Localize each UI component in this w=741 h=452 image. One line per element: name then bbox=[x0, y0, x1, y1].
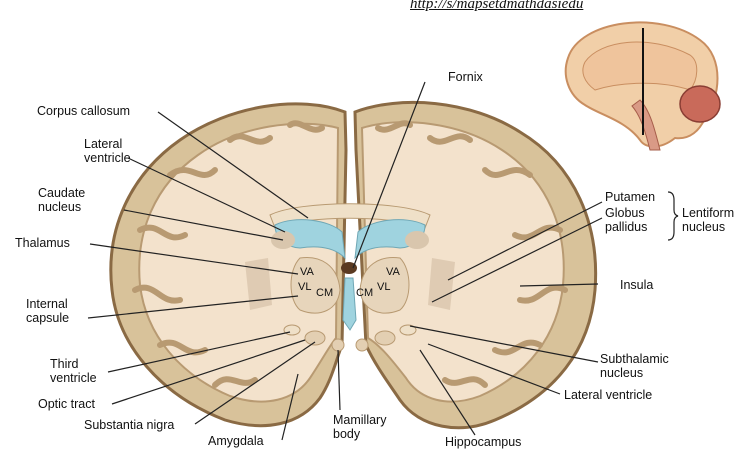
label-third-ventricle: Third ventricle bbox=[50, 357, 120, 385]
label-insula: Insula bbox=[620, 278, 653, 292]
label-lateral-ventricle-left: Lateral ventricle bbox=[84, 137, 164, 165]
label-optic-tract: Optic tract bbox=[38, 397, 95, 411]
inset-sagittal-brain bbox=[566, 22, 720, 150]
label-vl-right: VL bbox=[377, 280, 390, 294]
label-lateral-ventricle-right: Lateral ventricle bbox=[564, 388, 652, 402]
label-fornix: Fornix bbox=[448, 70, 483, 84]
label-hippocampus: Hippocampus bbox=[445, 435, 521, 449]
label-internal-capsule: Internal capsule bbox=[26, 297, 96, 325]
label-vl-left: VL bbox=[298, 280, 311, 294]
label-corpus-callosum: Corpus callosum bbox=[37, 104, 130, 118]
label-globus-pallidus: Globus pallidus bbox=[605, 206, 675, 234]
label-lentiform-nucleus: Lentiform nucleus bbox=[682, 206, 741, 234]
label-putamen: Putamen bbox=[605, 190, 655, 204]
label-cm-right: CM bbox=[356, 286, 373, 300]
label-va-right: VA bbox=[386, 265, 400, 279]
label-amygdala: Amygdala bbox=[208, 434, 264, 448]
label-subthalamic-nucleus: Subthalamic nucleus bbox=[600, 352, 690, 380]
label-va-left: VA bbox=[300, 265, 314, 279]
label-mamillary-body: Mamillary body bbox=[333, 413, 403, 441]
label-substantia-nigra: Substantia nigra bbox=[84, 418, 174, 432]
label-thalamus: Thalamus bbox=[15, 236, 70, 250]
label-caudate-nucleus: Caudate nucleus bbox=[38, 186, 118, 214]
label-cm-left: CM bbox=[316, 286, 333, 300]
